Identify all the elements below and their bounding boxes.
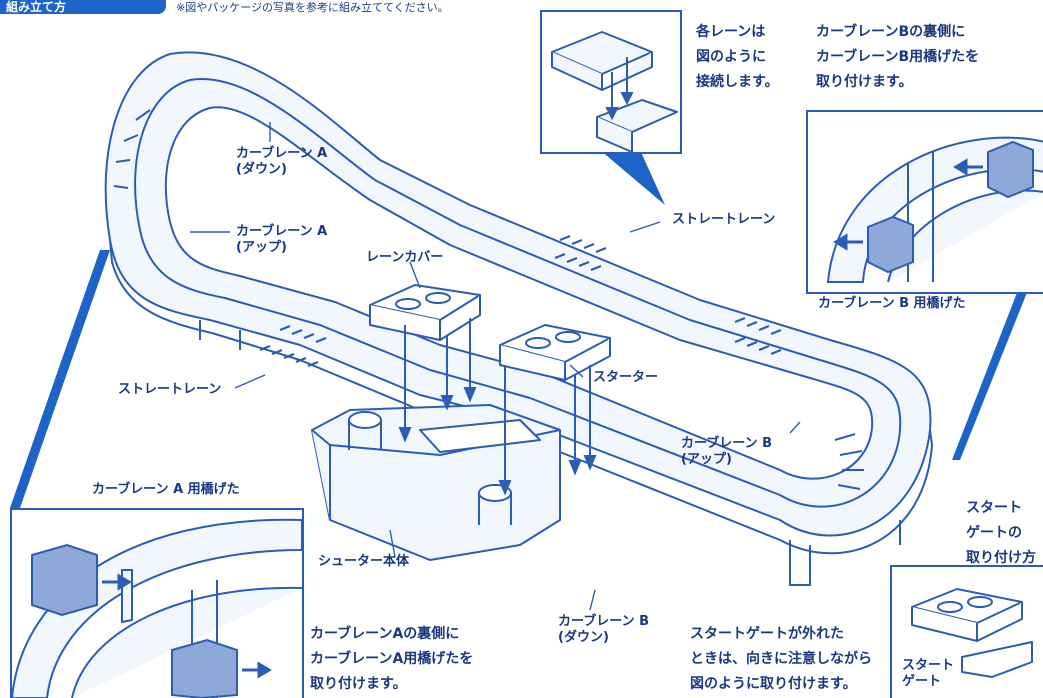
- note-start-gate-howto: スタート ゲートの 取り付け方: [966, 500, 1036, 566]
- assembly-arrows: [398, 318, 597, 496]
- inset-curve-b-girder: [806, 110, 1043, 294]
- note-curve-a-attach: カーブレーンAの裏側に カーブレーンA用橋げたを 取り付けます。: [310, 626, 474, 692]
- inset-curve-b-drawing: [826, 136, 1043, 283]
- label-curve-a-down: カーブレーン A (ダウン): [236, 146, 328, 177]
- inset-start-gate-drawing: [911, 588, 1033, 678]
- lane-cover-shape: [369, 284, 481, 341]
- label-straight-lane-top: ストレートレーン: [672, 212, 776, 227]
- label-curve-a-girder: カーブレーン A 用橋げた: [92, 482, 240, 497]
- inset-lane-connection-drawing: [551, 31, 678, 152]
- track-middle-rail: [134, 78, 902, 508]
- label-curve-a-up: カーブレーン A (アップ): [236, 224, 328, 255]
- label-starter: スターター: [593, 370, 659, 385]
- track-inner-rail: [164, 106, 874, 480]
- shooter-body-shape: [311, 404, 561, 561]
- note-start-gate-detached: スタートゲートが外れた ときは、向きに注意しながら 図のように取り付けます。: [690, 626, 872, 692]
- label-curve-b-down: カーブレーン B (ダウン): [558, 614, 650, 645]
- label-curve-b-up: カーブレーン B (アップ): [681, 436, 773, 467]
- track-layout: [104, 51, 933, 586]
- label-shooter-body: シューター本体: [318, 554, 410, 569]
- pillar-right: [789, 520, 901, 586]
- starter-shape: [499, 324, 611, 381]
- inset-start-gate: [890, 565, 1043, 698]
- inset-curve-a-girder: [10, 508, 304, 698]
- leader-lines: [190, 122, 801, 611]
- label-curve-b-girder: カーブレーン B 用橋げた: [818, 296, 966, 311]
- inset-lane-connection: [540, 10, 682, 154]
- pillar-left: [199, 320, 241, 350]
- label-straight-lane-bottom: ストレートレーン: [118, 382, 222, 397]
- label-lane-cover: レーンカバー: [366, 250, 444, 265]
- label-start-gate-inset: スタート ゲート: [902, 658, 955, 689]
- section-header-tab: 組み立て方: [0, 0, 166, 14]
- callout-wedges: [10, 150, 1030, 508]
- track-side-wall: [109, 239, 933, 555]
- header-note: ※図やパッケージの写真を参考に組み立ててください。: [176, 1, 449, 14]
- note-connect-lanes: 各レーンは 図のように 接続します。: [696, 24, 779, 90]
- inset-curve-a-drawing: [12, 518, 302, 698]
- note-curve-b-attach: カーブレーンBの裏側に カーブレーンB用橋げたを 取り付けます。: [816, 24, 980, 90]
